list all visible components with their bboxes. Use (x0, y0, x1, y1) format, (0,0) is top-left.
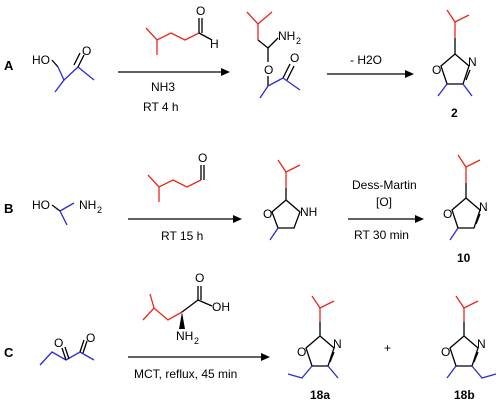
condition-b-reagent: Dess-Martin (352, 178, 417, 192)
ring-nh-label-oxazolidine: NH (300, 205, 317, 219)
condition-b-step2-time: RT 30 min (354, 228, 409, 242)
condition-a-reagent: NH3 (151, 80, 175, 94)
product-10-structure: O N (443, 154, 488, 241)
ring-o-label-10: O (443, 207, 452, 221)
condition-b-oxidant: [O] (376, 195, 392, 209)
ring-n-label-2: N (468, 55, 477, 69)
carboxyl-oh-label: OH (212, 300, 230, 314)
compound-label-18a: 18a (310, 388, 330, 402)
product-2-structure: O N (432, 9, 477, 97)
arrowhead-a2 (405, 70, 414, 78)
aldehyde-h-label-a: H (210, 37, 219, 51)
amine-label-b: NH (79, 198, 96, 212)
condition-b-time: RT 15 h (161, 229, 203, 243)
amine-subscript-a: 2 (296, 36, 301, 46)
oxazolidine-structure: O NH (263, 159, 317, 241)
compound-label-2: 2 (451, 106, 458, 120)
diketone-o2-label: O (86, 331, 95, 345)
condition-a-time: RT 4 h (143, 100, 179, 114)
diketone-o1-label: O (54, 336, 63, 350)
product-18b-structure: O N (441, 295, 497, 379)
arrowhead-b1 (233, 215, 242, 223)
ring-o-label-18a: O (297, 345, 306, 359)
ring-o-label-18b: O (441, 345, 450, 359)
carbonyl-o-label: O (82, 44, 91, 58)
aldehyde-o-label-a: O (196, 4, 205, 18)
compound-label-10: 10 (457, 251, 471, 265)
amino-subscript-leucine: 2 (194, 336, 199, 346)
ether-o-label-a: O (264, 63, 273, 77)
aldehyde-o-label-b: O (198, 151, 207, 165)
ring-n-label-18a: N (333, 337, 342, 351)
plus-sign: + (384, 341, 391, 355)
arrowhead-b2 (415, 215, 424, 223)
carboxyl-o-label: O (195, 271, 204, 285)
hydroxyl-label: HO (32, 53, 50, 67)
ring-o-label-2: O (432, 63, 441, 77)
hydroxyl-label-b: HO (32, 198, 50, 212)
leucine-structure: O OH NH 2 (142, 271, 230, 346)
ring-n-label-10: N (479, 200, 488, 214)
ketone-o-label-a: O (290, 51, 299, 65)
isovaleraldehyde-a: O H (145, 4, 219, 55)
aminopropanol-structure: HO NH 2 (32, 198, 102, 226)
condition-c: MCT, reflux, 45 min (134, 367, 237, 381)
product-18a-structure: O N (287, 295, 342, 379)
row-label-b: B (4, 201, 13, 216)
compound-label-18b: 18b (454, 388, 475, 402)
pentanedione-structure: O O (39, 331, 95, 366)
ring-o-label-oxazolidine: O (263, 207, 272, 221)
row-label-a: A (4, 58, 14, 73)
arrowhead-c (261, 353, 270, 361)
row-label-c: C (4, 345, 14, 360)
arrowhead-a1 (221, 68, 230, 76)
amine-n-label-a: NH (278, 29, 295, 43)
amino-label-leucine: NH (176, 329, 193, 343)
acetoin-structure: HO O (32, 44, 95, 93)
condition-a-step2: - H2O (350, 53, 382, 67)
isovaleraldehyde-b: O (147, 151, 207, 202)
intermediate-a: NH 2 O O (246, 11, 301, 99)
amine-subscript-b: 2 (97, 205, 102, 215)
ring-n-label-18b: N (477, 337, 486, 351)
